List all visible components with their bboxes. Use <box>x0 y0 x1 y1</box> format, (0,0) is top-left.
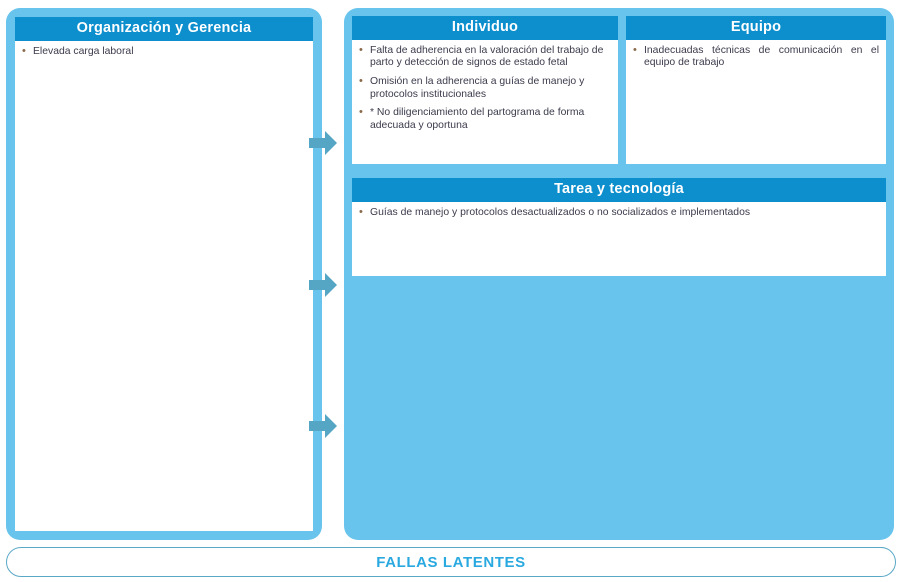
list-item: * No diligenciamiento del partograma de … <box>359 106 611 132</box>
equipo-list: Inadecuadas técnicas de comunicación en … <box>633 44 879 70</box>
organizacion-list: Elevada carga laboral <box>22 45 306 59</box>
tarea-list: Guías de manejo y protocolos desactualiz… <box>359 206 879 220</box>
list-item: Omisión en la adherencia a guías de mane… <box>359 75 611 101</box>
arrow-right-icon <box>308 270 338 300</box>
list-item: Falta de adherencia en la valoración del… <box>359 44 611 70</box>
list-item: Guías de manejo y protocolos desactualiz… <box>359 206 879 220</box>
individuo-list: Falta de adherencia en la valoración del… <box>359 44 611 133</box>
organizacion-body: Elevada carga laboral <box>15 40 313 531</box>
tarea-body: Guías de manejo y protocolos desactualiz… <box>352 201 886 276</box>
equipo-card: Equipo Inadecuadas técnicas de comunicac… <box>626 16 886 164</box>
fallas-latentes-label: FALLAS LATENTES <box>376 553 526 571</box>
organizacion-panel: Organización y Gerencia Elevada carga la… <box>6 8 322 540</box>
individuo-body: Falta de adherencia en la valoración del… <box>352 39 618 164</box>
equipo-body: Inadecuadas técnicas de comunicación en … <box>626 39 886 164</box>
list-item: Elevada carga laboral <box>22 45 306 59</box>
organizacion-header: Organización y Gerencia <box>15 17 313 41</box>
tarea-card: Tarea y tecnología Guías de manejo y pro… <box>352 178 886 276</box>
individuo-header: Individuo <box>352 16 618 40</box>
tarea-header: Tarea y tecnología <box>352 178 886 202</box>
equipo-header: Equipo <box>626 16 886 40</box>
organizacion-card: Organización y Gerencia Elevada carga la… <box>15 17 313 531</box>
fallas-latentes-banner: FALLAS LATENTES <box>6 547 896 577</box>
list-item: Inadecuadas técnicas de comunicación en … <box>633 44 879 70</box>
arrow-right-icon <box>308 128 338 158</box>
arrow-right-icon <box>308 411 338 441</box>
individuo-card: Individuo Falta de adherencia en la valo… <box>352 16 618 164</box>
